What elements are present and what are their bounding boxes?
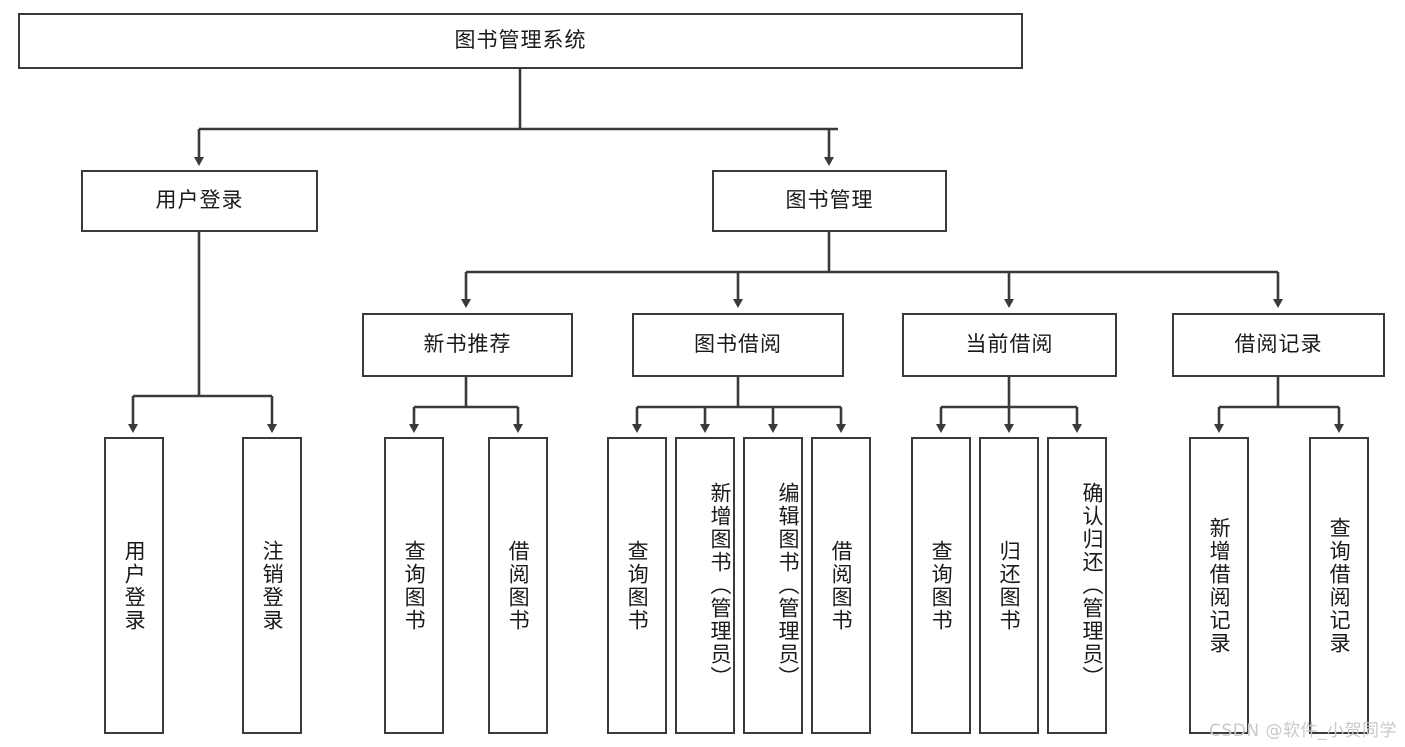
node-borrow-record-label: 借阅记录 (1234, 332, 1323, 357)
node-book-management[interactable]: 图书管理 (712, 170, 947, 232)
leaf-return-book[interactable]: 归还图书 (979, 437, 1039, 734)
node-borrow-record[interactable]: 借阅记录 (1172, 313, 1385, 377)
leaf-borrow-book-1[interactable]: 借阅图书 (488, 437, 548, 734)
leaf-query-book-1-label: 查询图书 (402, 539, 427, 632)
leaf-edit-book-label: 编辑图书（管理员） (776, 482, 800, 689)
node-user-login[interactable]: 用户登录 (81, 170, 318, 232)
leaf-user-login[interactable]: 用户登录 (104, 437, 164, 734)
leaf-borrow-book-2-label: 借阅图书 (829, 539, 854, 632)
leaf-confirm-return[interactable]: 确认归还（管理员） (1047, 437, 1107, 734)
leaf-logout[interactable]: 注销登录 (242, 437, 302, 734)
leaf-query-record-label: 查询借阅记录 (1327, 516, 1352, 655)
leaf-edit-book[interactable]: 编辑图书（管理员） (743, 437, 803, 734)
node-current-borrow[interactable]: 当前借阅 (902, 313, 1117, 377)
node-current-borrow-label: 当前借阅 (965, 332, 1054, 357)
node-new-book-recommend-label: 新书推荐 (423, 332, 512, 357)
node-user-login-label: 用户登录 (155, 188, 244, 213)
leaf-confirm-return-label: 确认归还（管理员） (1080, 482, 1104, 689)
leaf-query-book-3[interactable]: 查询图书 (911, 437, 971, 734)
node-book-management-label: 图书管理 (785, 188, 874, 213)
leaf-borrow-book-2[interactable]: 借阅图书 (811, 437, 871, 734)
leaf-logout-label: 注销登录 (260, 539, 285, 632)
node-root-label: 图书管理系统 (454, 28, 587, 53)
node-book-borrow-label: 图书借阅 (694, 332, 782, 357)
leaf-user-login-label: 用户登录 (122, 539, 147, 632)
leaf-query-book-2-label: 查询图书 (625, 539, 650, 632)
leaf-query-record[interactable]: 查询借阅记录 (1309, 437, 1369, 734)
leaf-query-book-3-label: 查询图书 (929, 539, 954, 632)
leaf-add-record-label: 新增借阅记录 (1207, 516, 1232, 655)
leaf-query-book-2[interactable]: 查询图书 (607, 437, 667, 734)
node-new-book-recommend[interactable]: 新书推荐 (362, 313, 573, 377)
leaf-borrow-book-1-label: 借阅图书 (506, 539, 531, 632)
leaf-return-book-label: 归还图书 (997, 539, 1022, 632)
leaf-add-book-label: 新增图书（管理员） (708, 482, 732, 689)
leaf-query-book-1[interactable]: 查询图书 (384, 437, 444, 734)
node-root[interactable]: 图书管理系统 (18, 13, 1023, 69)
leaf-add-record[interactable]: 新增借阅记录 (1189, 437, 1249, 734)
leaf-add-book[interactable]: 新增图书（管理员） (675, 437, 735, 734)
node-book-borrow[interactable]: 图书借阅 (632, 313, 844, 377)
